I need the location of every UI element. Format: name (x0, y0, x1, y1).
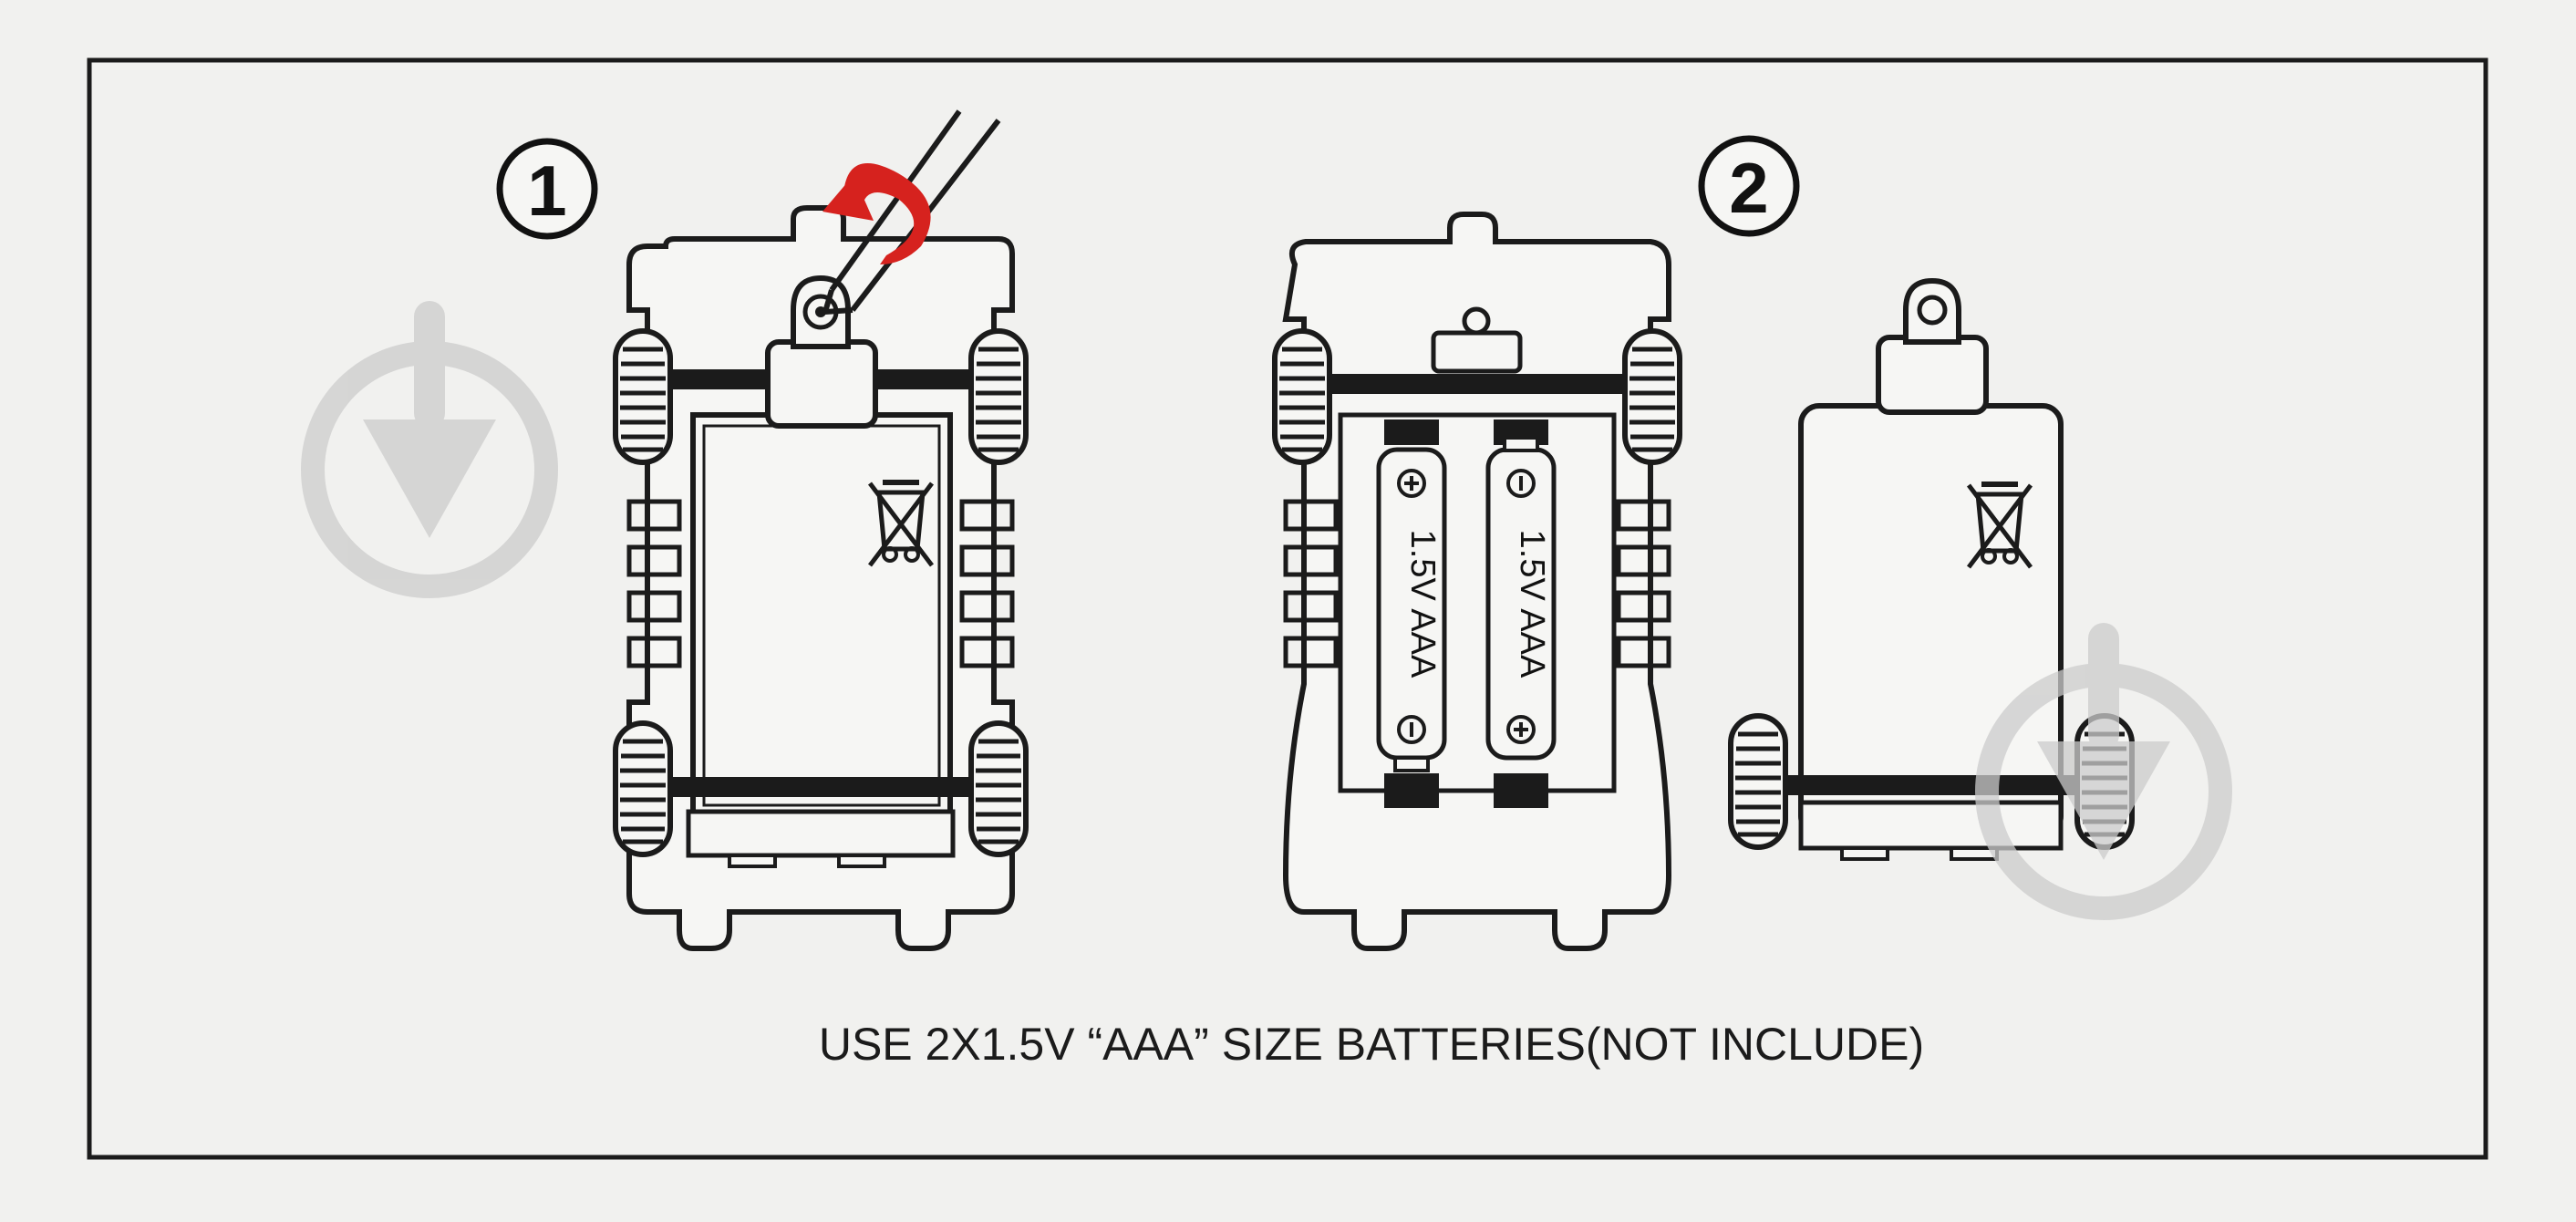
rotate-arrow-icon (822, 163, 931, 264)
battery-instruction-caption: USE 2X1.5V “AAA” SIZE BATTERIES(NOT INCL… (819, 1019, 1924, 1070)
battery-1-label: 1.5V AAA (1403, 530, 1442, 678)
diagram-frame (87, 57, 2488, 1160)
battery-2: 1.5V AAA (1485, 436, 1557, 761)
download-watermark-icon (301, 301, 558, 598)
step-1-car-underside (616, 205, 1026, 951)
step-1-number: 1 (527, 150, 566, 231)
step-2-number: 2 (1729, 148, 1768, 228)
battery-1: 1.5V AAA (1376, 447, 1447, 772)
step-1-badge: 1 (496, 138, 598, 240)
step-2-badge: 2 (1698, 135, 1800, 237)
download-watermark-icon (1975, 623, 2232, 920)
battery-cover-removed (1731, 277, 2132, 861)
battery-2-label: 1.5V AAA (1513, 530, 1551, 678)
battery-cover (690, 412, 953, 819)
step-2-car-underside-open: 1.5V AAA 1.5V AAA (1275, 212, 1680, 951)
